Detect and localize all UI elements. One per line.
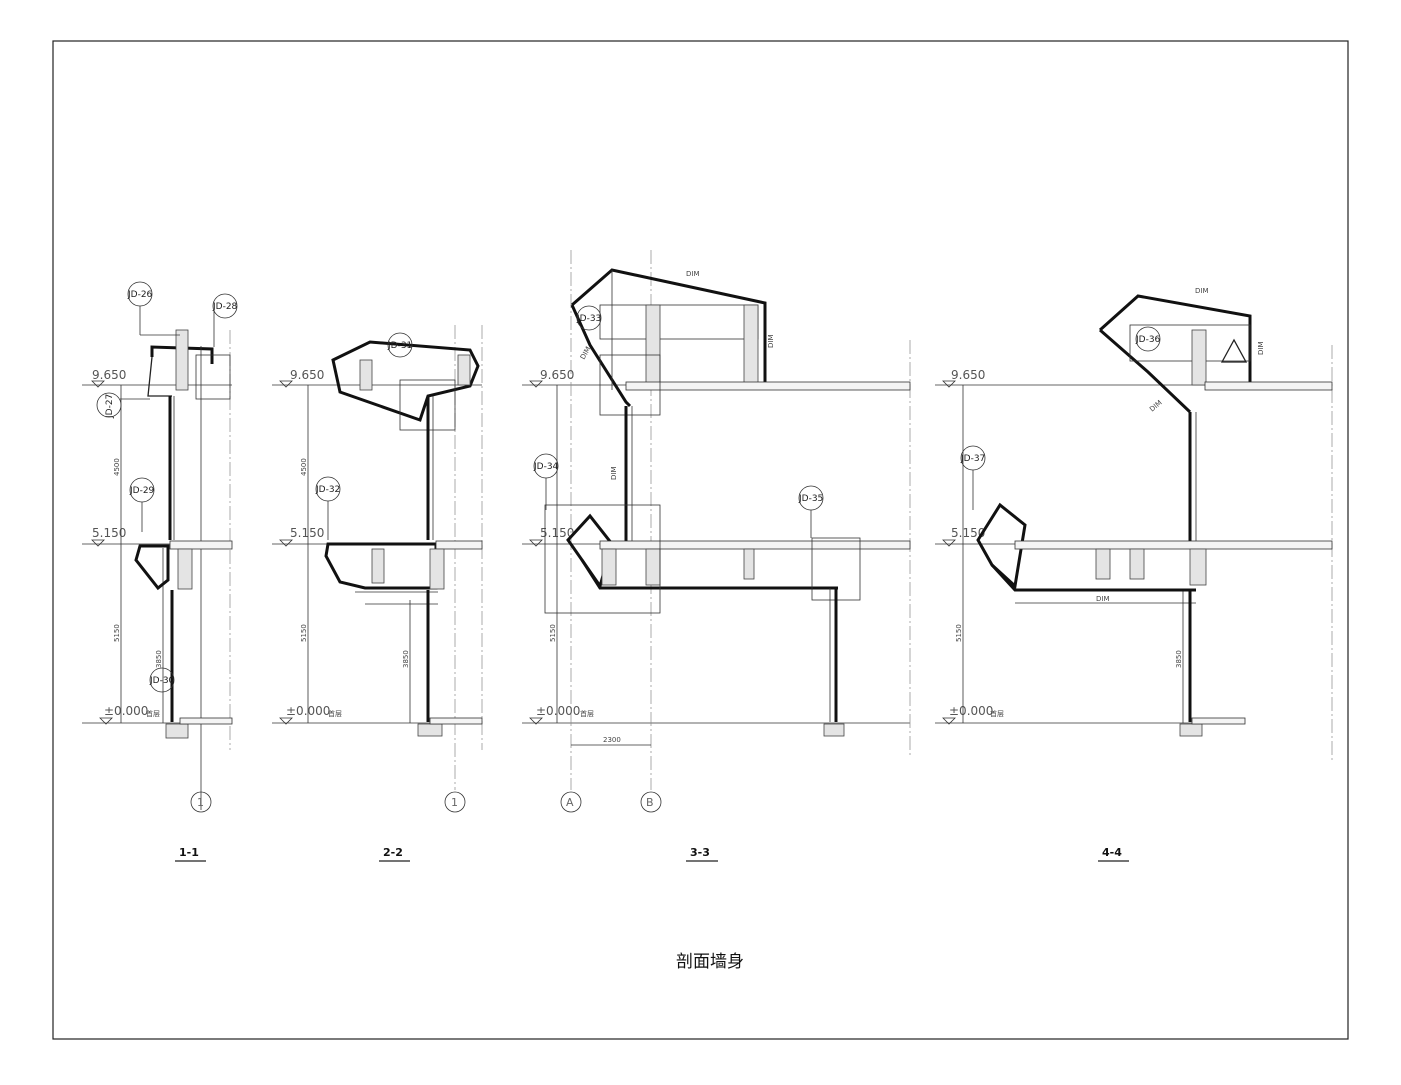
dim-4500: 4500 bbox=[113, 458, 121, 476]
section-label-3-3: 3-3 bbox=[690, 846, 710, 859]
dim-label: DIM bbox=[1148, 399, 1163, 414]
dim-5150: 5150 bbox=[549, 624, 557, 642]
dim-label: DIM bbox=[686, 270, 700, 278]
ground-floor-label: 首层 bbox=[990, 709, 1004, 718]
level-label-top: 9.650 bbox=[540, 368, 574, 382]
detail-tag-jd33: JD-33 bbox=[576, 314, 601, 324]
axis-bubble-b bbox=[640, 791, 662, 813]
axis-bubble-1 bbox=[444, 791, 466, 813]
axis-label-b: B bbox=[646, 796, 654, 809]
level-label-mid: 5.150 bbox=[951, 526, 985, 540]
dim-3850: 3850 bbox=[1175, 650, 1183, 668]
detail-tag-jd36: JD-36 bbox=[1135, 335, 1161, 345]
ground-floor-label: 首层 bbox=[328, 709, 342, 718]
ground-floor-label: 首层 bbox=[146, 709, 160, 718]
detail-tag-jd34: JD-34 bbox=[533, 462, 559, 472]
dim-2300: 2300 bbox=[603, 736, 621, 744]
section-label-1-1: 1-1 bbox=[179, 846, 199, 859]
detail-tag-jd35: JD-35 bbox=[798, 494, 823, 504]
detail-tag-jd28: JD-28 bbox=[212, 302, 238, 312]
level-label-top: 9.650 bbox=[290, 368, 324, 382]
detail-tag-jd27: JD-27 bbox=[105, 394, 115, 419]
axis-label-1: 1 bbox=[197, 796, 204, 809]
section-label-4-4: 4-4 bbox=[1102, 846, 1122, 859]
dim-label: DIM bbox=[1096, 595, 1110, 603]
dim-label: DIM bbox=[1257, 342, 1265, 356]
axis-bubble-a bbox=[560, 791, 582, 813]
axis-label-1: 1 bbox=[451, 796, 458, 809]
dim-5150: 5150 bbox=[300, 624, 308, 642]
level-label-mid: 5.150 bbox=[290, 526, 324, 540]
dim-label: DIM bbox=[767, 335, 775, 349]
detail-tag-jd32: JD-32 bbox=[315, 485, 340, 495]
drawing-title: 剖面墙身 bbox=[676, 952, 744, 972]
level-label-mid: 5.150 bbox=[92, 526, 126, 540]
dim-5150: 5150 bbox=[113, 624, 121, 642]
detail-tag-jd37: JD-37 bbox=[960, 454, 985, 464]
detail-tag-jd30: JD-30 bbox=[149, 676, 175, 686]
dim-5150: 5150 bbox=[955, 624, 963, 642]
detail-tag-jd26: JD-26 bbox=[127, 290, 153, 300]
detail-tag-jd29: JD-29 bbox=[129, 486, 155, 496]
level-label-ground: ±0.000 bbox=[536, 704, 580, 718]
dim-label: DIM bbox=[610, 467, 618, 481]
section-1-1: 9.650 5.150 ±0.000 首层 4500 5150 3850 JD-… bbox=[82, 281, 238, 862]
section-label-2-2: 2-2 bbox=[383, 846, 403, 859]
axis-bubble-1 bbox=[190, 791, 212, 813]
dim-label: DIM bbox=[1195, 287, 1209, 295]
level-label-ground: ±0.000 bbox=[104, 704, 148, 718]
level-label-top: 9.650 bbox=[951, 368, 985, 382]
dim-4500: 4500 bbox=[300, 458, 308, 476]
level-label-ground: ±0.000 bbox=[949, 704, 993, 718]
dim-3850: 3850 bbox=[402, 650, 410, 668]
dim-3850: 3850 bbox=[155, 650, 163, 668]
section-2-2: 9.650 5.150 ±0.000 首层 4500 5150 3850 JD-… bbox=[272, 325, 483, 862]
section-3-3: 9.650 5.150 ±0.000 首层 5150 DIM DIM DIM D… bbox=[522, 250, 911, 862]
level-label-top: 9.650 bbox=[92, 368, 126, 382]
detail-tag-jd31: JD-31 bbox=[387, 341, 412, 351]
axis-label-a: A bbox=[566, 796, 574, 809]
section-4-4: 9.650 5.150 ±0.000 首层 5150 3850 DIM DIM … bbox=[935, 287, 1333, 862]
ground-floor-label: 首层 bbox=[580, 709, 594, 718]
drawing-border bbox=[52, 40, 1349, 1040]
